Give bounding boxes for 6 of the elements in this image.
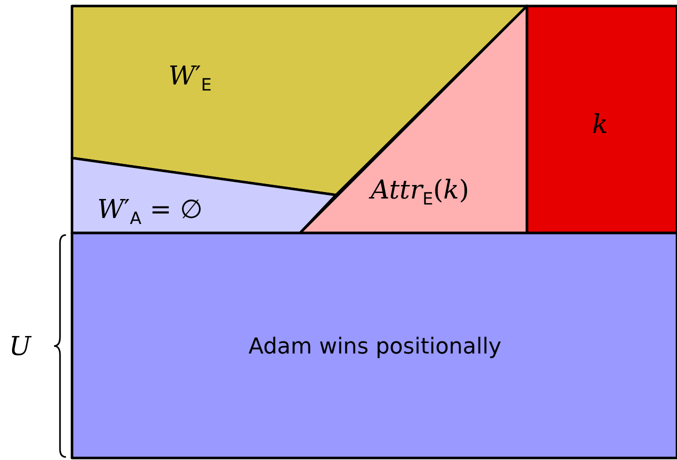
region-label: k (592, 110, 608, 140)
region-label: W′$_{E}$ (168, 61, 212, 95)
region-label: Attr$_{E}$(k) (370, 175, 470, 209)
region-label: Adam wins positionally (248, 334, 502, 360)
region-label: W′$_{A}$ = ∅ (97, 194, 203, 228)
set-label: U (9, 332, 31, 362)
